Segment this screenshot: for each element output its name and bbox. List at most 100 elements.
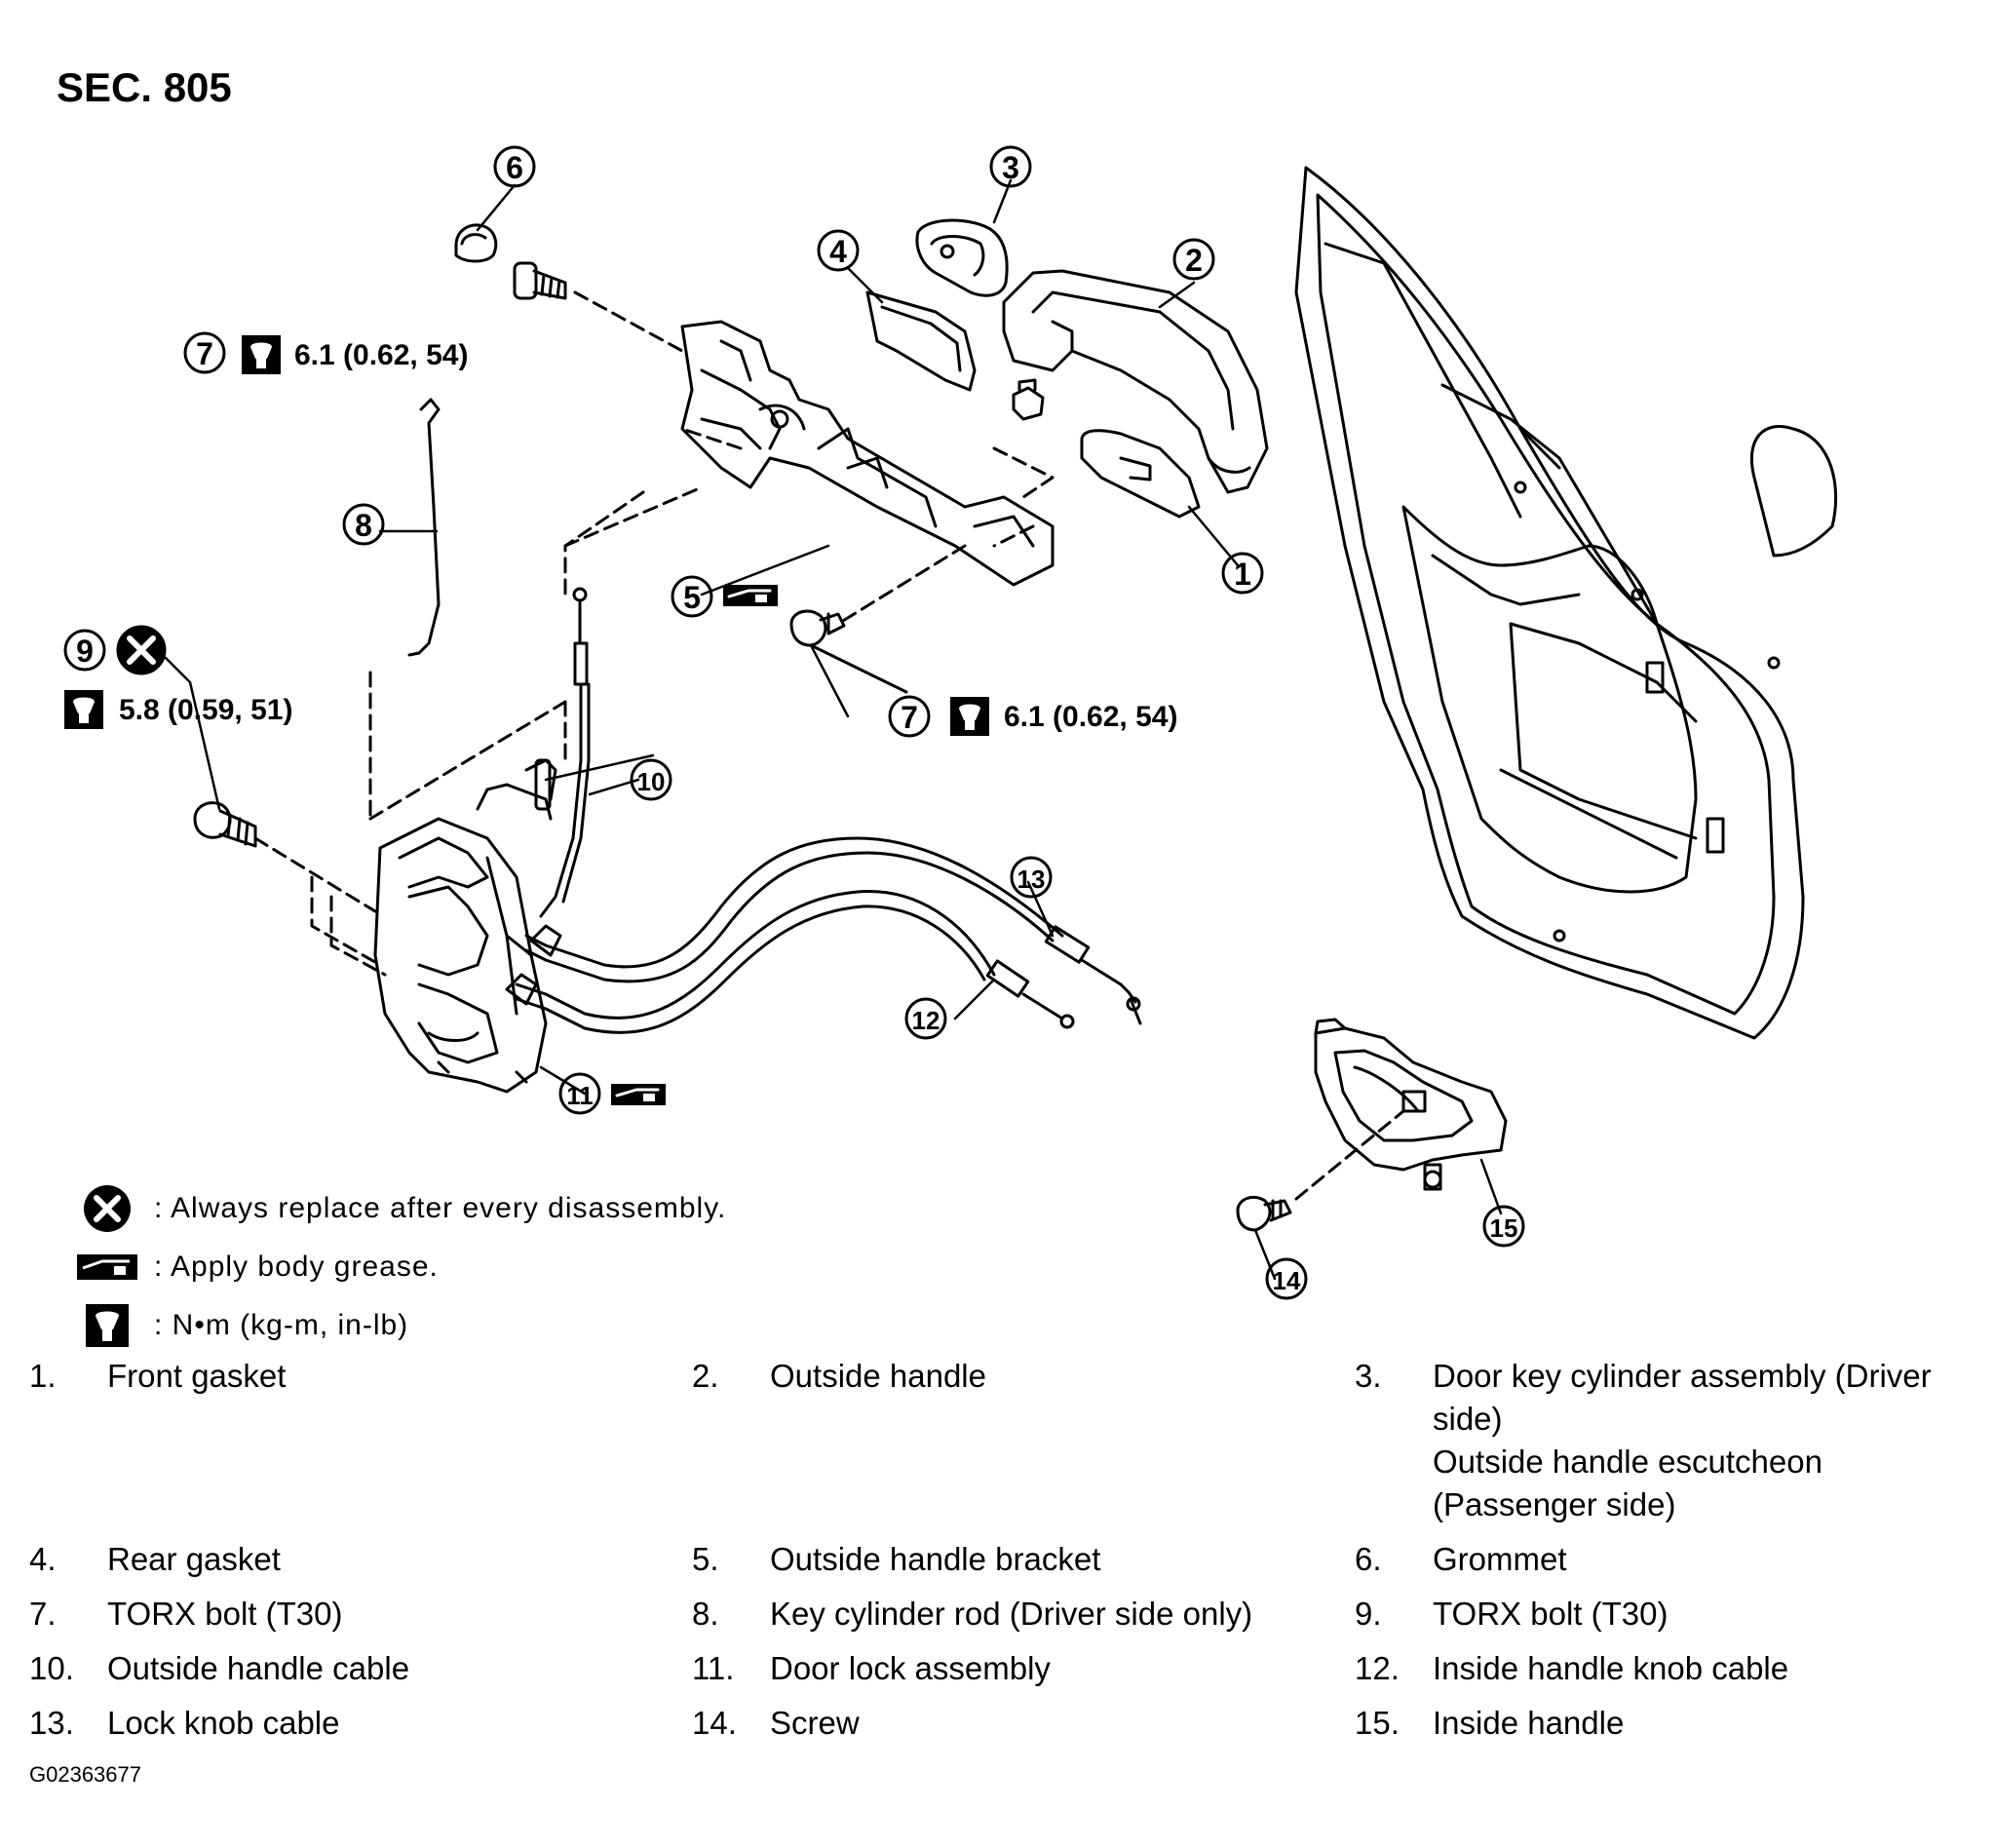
door-key-cylinder: [915, 218, 1009, 297]
callout-9: 9: [63, 629, 106, 672]
part-item: 9. TORX bolt (T30): [1355, 1593, 1978, 1636]
part-number: 11.: [692, 1650, 735, 1686]
part-item: 7. TORX bolt (T30): [29, 1593, 653, 1636]
part-number: 1.: [29, 1358, 57, 1394]
part-item: 10. Outside handle cable: [29, 1647, 653, 1690]
part-item: 15. Inside handle: [1355, 1702, 1978, 1745]
callout-13: 13: [1010, 856, 1053, 899]
replace-icon: [116, 625, 167, 675]
part-number: 4.: [29, 1541, 57, 1577]
figure-id: G02363677: [29, 1762, 141, 1787]
part-name: Screw: [770, 1705, 860, 1741]
part-item: 11. Door lock assembly: [692, 1647, 1316, 1690]
part-name: TORX bolt (T30): [107, 1596, 343, 1632]
svg-text:9: 9: [76, 634, 94, 669]
part-name: Door lock assembly: [770, 1650, 1051, 1686]
part-name: Grommet: [1433, 1541, 1567, 1577]
part-item: 6. Grommet: [1355, 1538, 1978, 1581]
door-lock-assembly: [373, 758, 562, 1094]
torque-wrench-icon: [68, 1301, 146, 1350]
svg-text:13: 13: [1017, 865, 1046, 894]
svg-text:8: 8: [355, 508, 372, 543]
screw-part: [1236, 1109, 1405, 1232]
torque-value-lower: 6.1 (0.62, 54): [1004, 701, 1177, 733]
legend-row-grease: : Apply body grease.: [68, 1238, 726, 1296]
torque-wrench-icon: [64, 690, 103, 729]
part-number: 8.: [692, 1596, 719, 1632]
torx-bolt-lock: [193, 801, 377, 913]
torque-wrench-icon: [242, 335, 281, 374]
projection-lines: [310, 427, 1035, 977]
part-name: Inside handle knob cable: [1433, 1650, 1789, 1686]
part-item: 13. Lock knob cable: [29, 1702, 653, 1745]
torque-wrench-icon: [950, 697, 989, 736]
part-name: Rear gasket: [107, 1541, 281, 1577]
section-title: SEC. 805: [57, 64, 232, 110]
torx-bolt-lower: [789, 544, 967, 694]
front-gasket: [1080, 429, 1201, 519]
part-number: 9.: [1355, 1596, 1382, 1632]
svg-text:1: 1: [1234, 557, 1251, 592]
key-cylinder-rod: [407, 398, 441, 657]
grease-icon: [68, 1243, 146, 1291]
callout-10: 10: [630, 758, 672, 801]
part-number: 2.: [692, 1358, 719, 1394]
door-shell: [1294, 166, 1838, 1040]
torque-value-bolt9: 5.8 (0.59, 51): [119, 694, 292, 726]
svg-text:14: 14: [1273, 1266, 1301, 1295]
svg-text:7: 7: [196, 336, 213, 371]
callout-2: 2: [1172, 238, 1215, 281]
svg-text:10: 10: [637, 767, 666, 796]
part-name: Inside handle: [1433, 1705, 1625, 1741]
callout-8: 8: [342, 503, 385, 546]
part-item: 1. Front gasket: [29, 1355, 653, 1398]
part-name: Outside handle cable: [107, 1650, 410, 1686]
torx-bolt-upper: [513, 261, 684, 353]
svg-text:2: 2: [1185, 243, 1203, 278]
part-number: 14.: [692, 1705, 737, 1741]
callout-1: 1: [1221, 552, 1264, 595]
grommet-part: [454, 223, 498, 263]
part-name: Outside handle: [770, 1358, 986, 1394]
part-number: 5.: [692, 1541, 719, 1577]
callout-4: 4: [817, 229, 860, 272]
svg-text:4: 4: [829, 234, 847, 269]
part-name: Lock knob cable: [107, 1705, 340, 1741]
part-item: 5. Outside handle bracket: [692, 1538, 1316, 1581]
part-number: 13.: [29, 1705, 74, 1741]
svg-text:3: 3: [1002, 150, 1019, 185]
part-name: Door key cylinder assembly (Driver side): [1433, 1358, 1932, 1437]
rear-gasket: [865, 290, 977, 392]
outside-handle-cable: [539, 587, 591, 918]
callout-12: 12: [904, 997, 947, 1040]
part-number: 3.: [1355, 1358, 1382, 1394]
part-number: 15.: [1355, 1705, 1400, 1741]
legend-row-replace: : Always replace after every disassembly…: [68, 1179, 726, 1238]
part-item: 14. Screw: [692, 1702, 1316, 1745]
part-name: Front gasket: [107, 1358, 287, 1394]
inside-handle-knob-cable: [515, 890, 1075, 1034]
svg-text:7: 7: [901, 700, 918, 735]
svg-text:15: 15: [1490, 1213, 1518, 1243]
svg-text:5: 5: [683, 580, 701, 615]
part-name: TORX bolt (T30): [1433, 1596, 1669, 1632]
callout-7-upper: 7: [183, 331, 226, 374]
part-number: 12.: [1355, 1650, 1400, 1686]
part-name-alt: Outside handle escutcheon (Passenger sid…: [1433, 1444, 1822, 1522]
outside-handle: [1002, 269, 1269, 494]
exploded-view-diagram: 6 3 4 2 7 8 1 5 9 7 10 13 12 11 15 14: [63, 145, 1838, 1300]
grease-icon: [611, 1084, 666, 1105]
svg-text:11: 11: [566, 1081, 594, 1110]
part-item: 8. Key cylinder rod (Driver side only): [692, 1593, 1316, 1636]
grease-icon: [723, 585, 778, 606]
bracket-cap-screw: [992, 378, 1055, 499]
legend-row-torque: : N•m (kg-m, in-lb): [68, 1296, 726, 1355]
part-item: 4. Rear gasket: [29, 1538, 653, 1581]
legend-text-torque: : N•m (kg-m, in-lb): [154, 1309, 409, 1341]
legend-text-grease: : Apply body grease.: [154, 1251, 439, 1283]
torque-value-upper: 6.1 (0.62, 54): [294, 339, 468, 371]
outside-handle-bracket: [680, 320, 1055, 587]
callout-6: 6: [493, 145, 536, 188]
callout-5: 5: [671, 575, 713, 618]
callout-3: 3: [989, 145, 1032, 188]
